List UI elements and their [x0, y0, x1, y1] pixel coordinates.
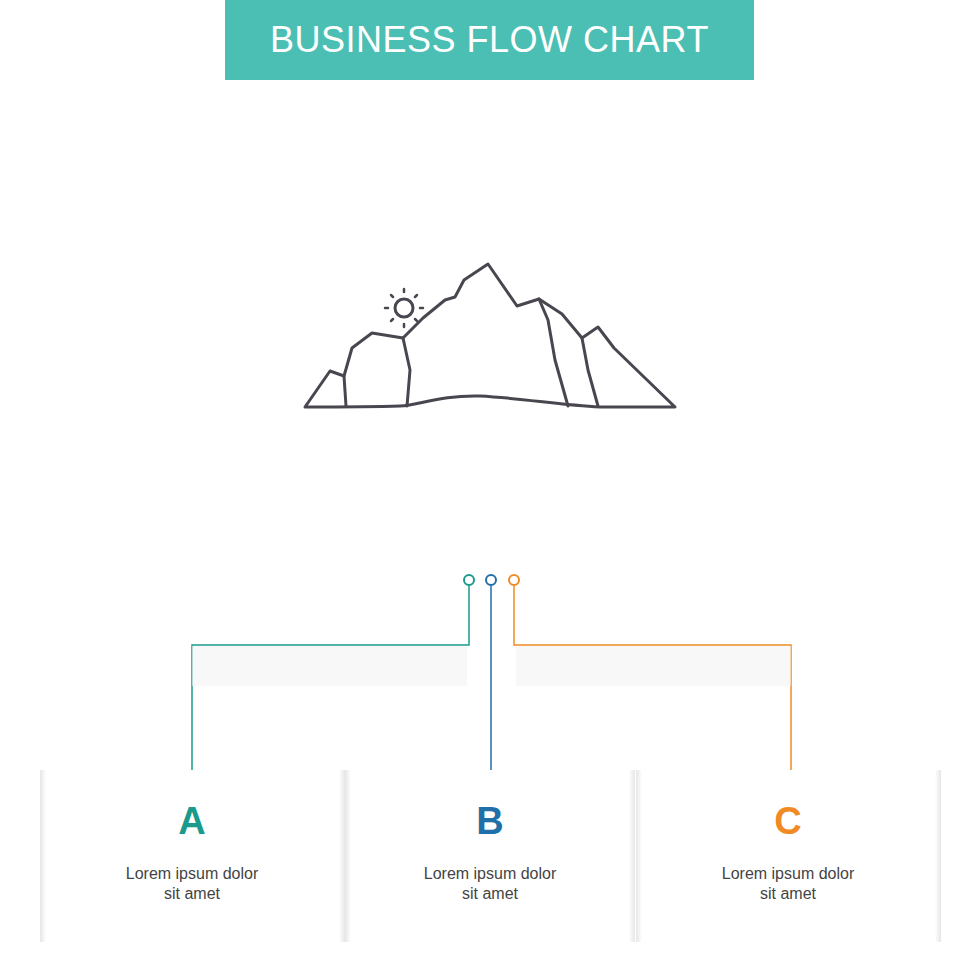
step-panel: B Lorem ipsum dolor sit amet — [345, 770, 635, 942]
step-description: Lorem ipsum dolor sit amet — [415, 864, 565, 904]
step-panel: C Lorem ipsum dolor sit amet — [636, 770, 941, 942]
step-description: Lorem ipsum dolor sit amet — [713, 864, 863, 904]
step-letter: C — [636, 800, 941, 843]
step-panel: A Lorem ipsum dolor sit amet — [40, 770, 345, 942]
step-letter: B — [345, 800, 635, 843]
title-banner: BUSINESS FLOW CHART — [225, 0, 754, 80]
connector-dots — [464, 575, 519, 585]
step-letter: A — [40, 800, 345, 843]
title: BUSINESS FLOW CHART — [270, 19, 709, 61]
leader-lines — [192, 586, 791, 780]
mountain-icon — [305, 264, 675, 407]
step-description: Lorem ipsum dolor sit amet — [117, 864, 267, 904]
panel-shadows — [192, 646, 791, 686]
